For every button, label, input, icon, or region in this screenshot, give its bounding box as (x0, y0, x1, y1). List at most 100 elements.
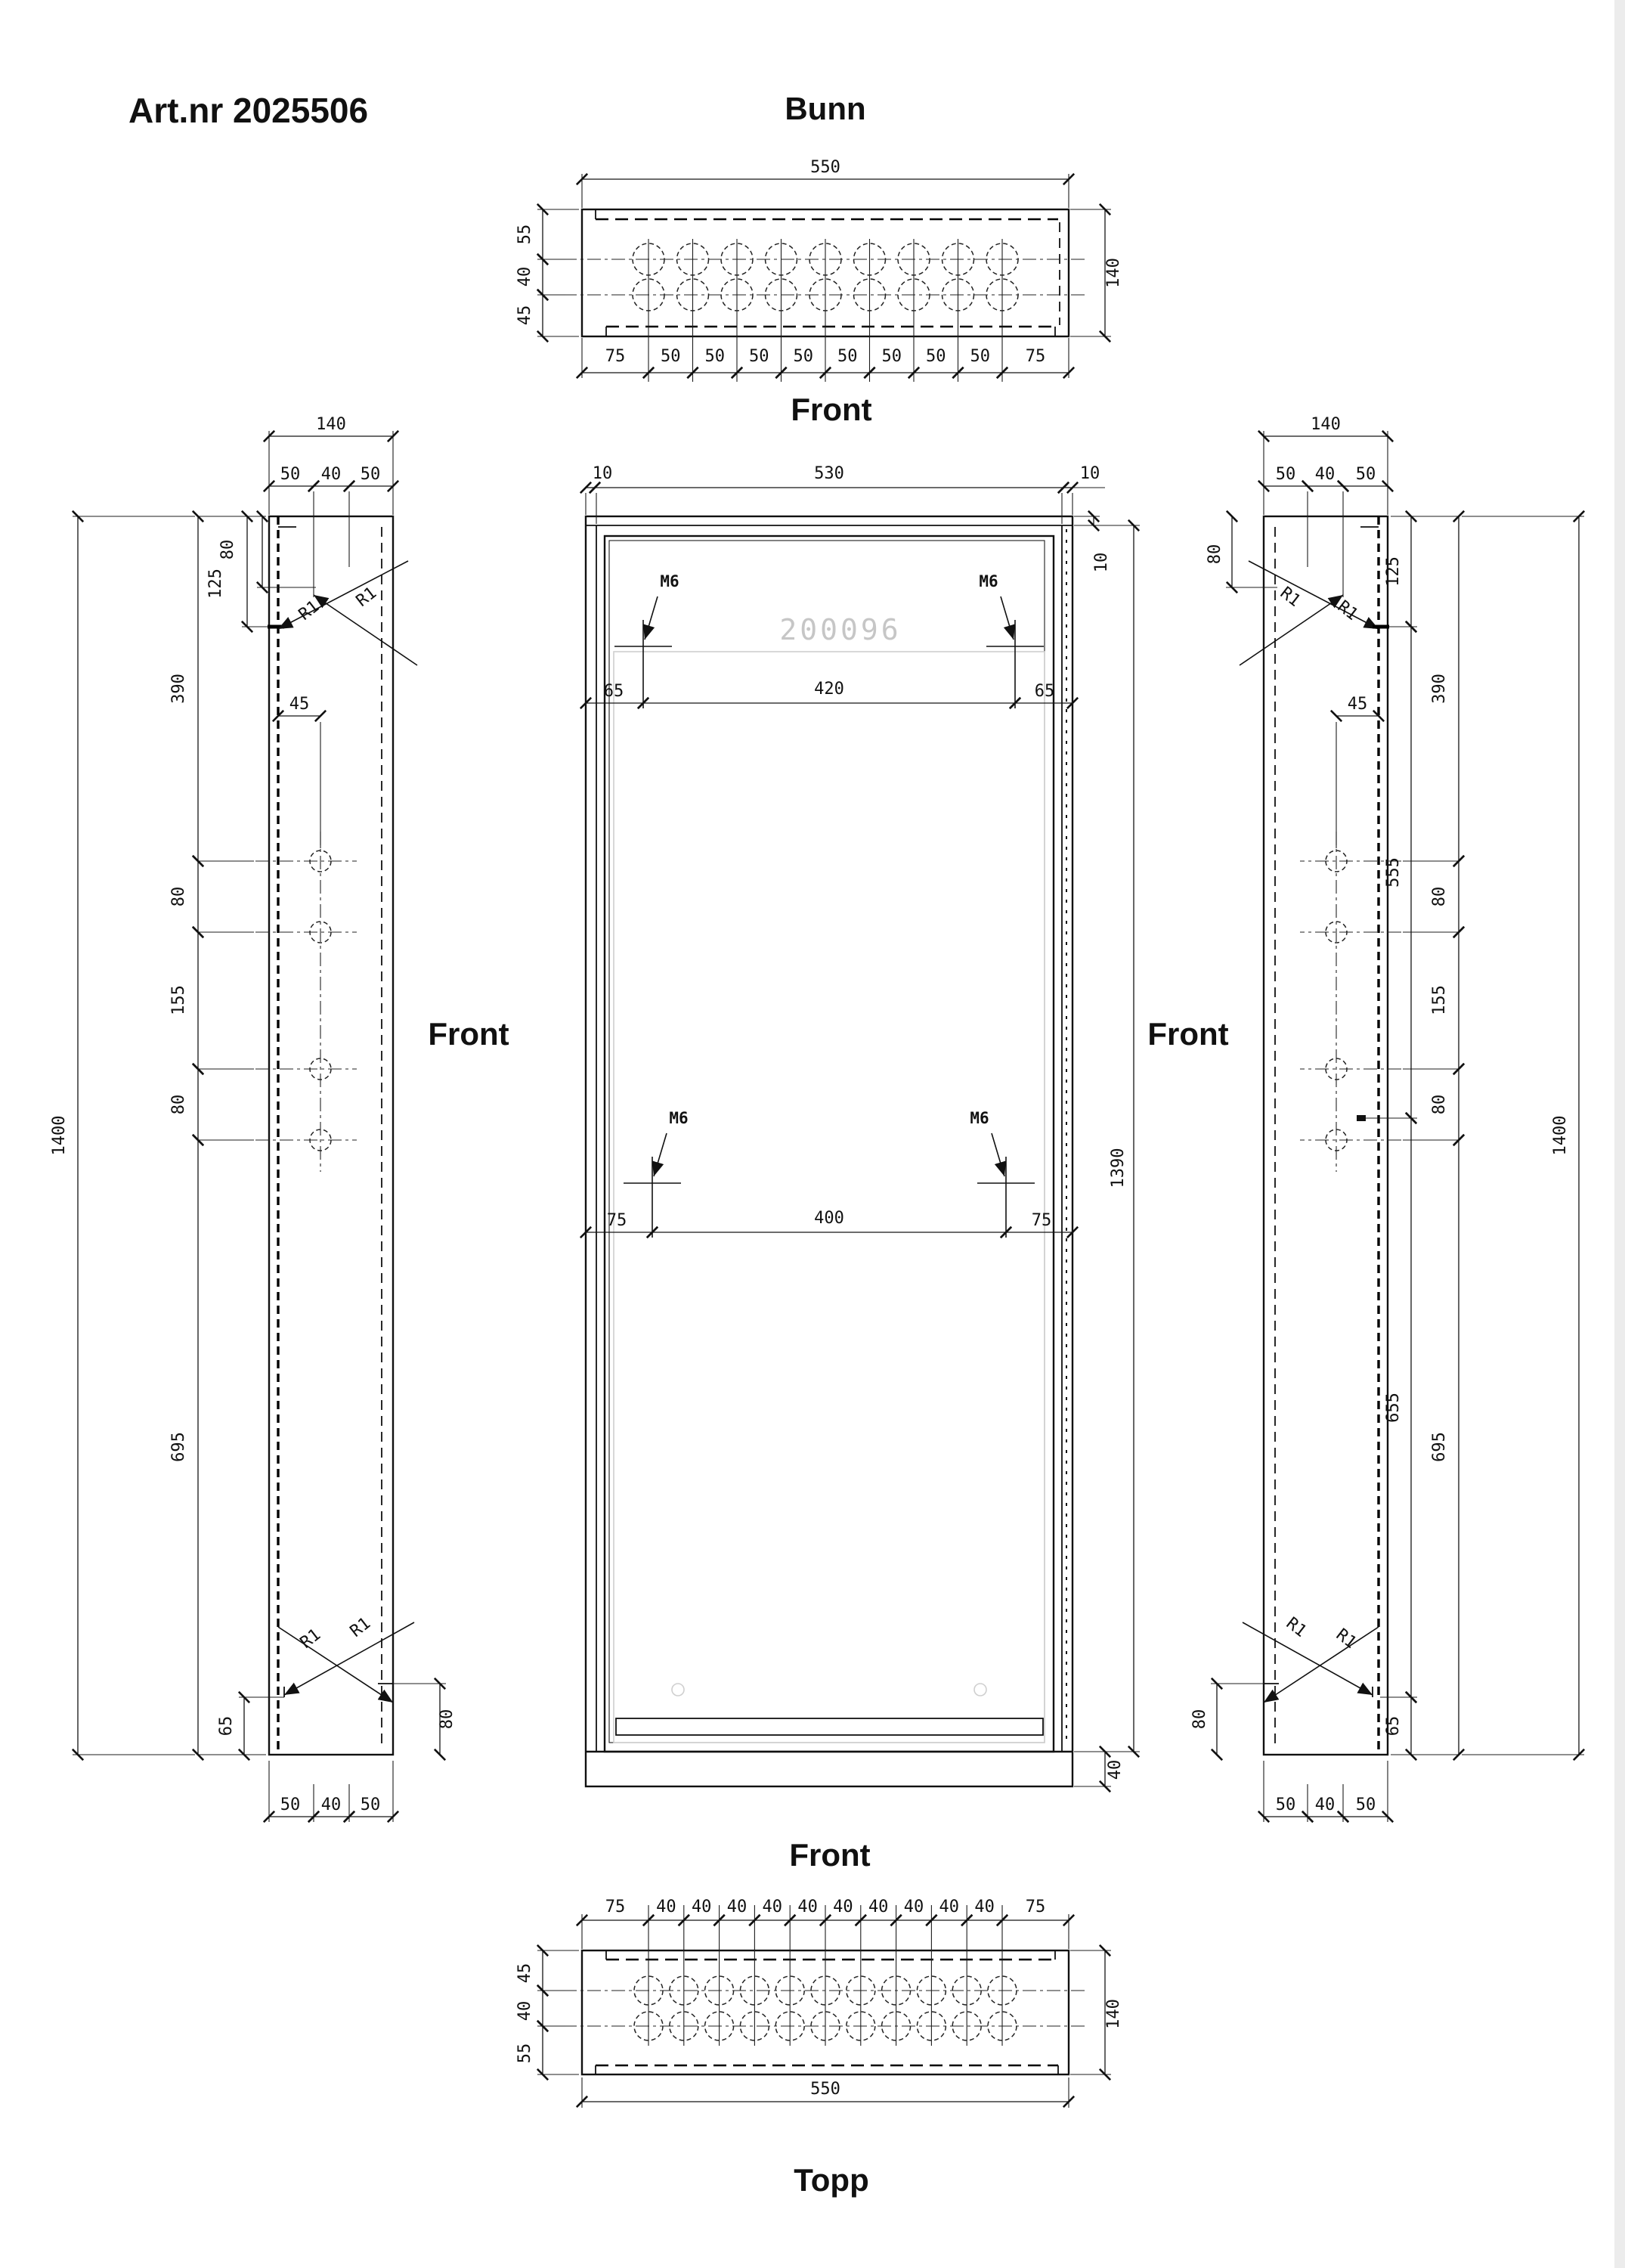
dim-label: 390 (169, 674, 188, 704)
dim-label: 80 (169, 887, 188, 907)
radius-label: R1 (1334, 597, 1361, 624)
dim-label: 50 (661, 347, 681, 366)
hole (846, 1975, 876, 2006)
dim-label: 80 (1190, 1709, 1209, 1730)
dim-label: 80 (438, 1709, 457, 1730)
door-inner-line (608, 540, 1045, 1743)
dim-label: 50 (1356, 1796, 1376, 1814)
cabinet-outline (584, 515, 1074, 1788)
kick-bar (615, 1718, 1044, 1736)
dim-label: 530 (814, 464, 844, 483)
hole (739, 2011, 770, 2041)
dim-label: 695 (169, 1432, 188, 1462)
thread-label: M6 (669, 1109, 688, 1127)
bunn-hidden-lines (595, 209, 1060, 336)
dim-label: 40 (763, 1898, 783, 1916)
ref-mark (1357, 1115, 1366, 1121)
hole (897, 243, 930, 276)
dim-label: 40 (692, 1898, 712, 1916)
dim-label: 50 (1276, 1796, 1296, 1814)
hole (632, 278, 665, 311)
dim-label: 10 (1080, 464, 1100, 483)
topp-hole-grid (633, 1905, 1017, 2046)
hole (916, 1975, 947, 2006)
hole (952, 2011, 982, 2041)
dim-label: 550 (810, 158, 840, 177)
left-dim-lines (71, 429, 447, 1823)
hole (775, 1975, 805, 2006)
hole (810, 1975, 840, 2006)
hole (764, 278, 798, 311)
thread-label: M6 (970, 1109, 989, 1127)
door-faint-panel (613, 651, 1045, 1743)
hole (704, 1975, 735, 2006)
front-top-dims (579, 481, 1105, 524)
hole (633, 1975, 664, 2006)
hole (775, 2011, 805, 2041)
dim-label: 10 (1092, 553, 1111, 573)
dim-label: 45 (289, 695, 310, 714)
dim-label: 50 (1356, 465, 1376, 484)
dim-label: 40 (656, 1898, 676, 1916)
right-radius-leaders (1239, 560, 1379, 1703)
front-right-dims (1074, 510, 1141, 1793)
bunn-centerlines (563, 259, 1088, 296)
hole (941, 278, 975, 311)
hole (952, 1975, 982, 2006)
dim-label: 40 (321, 1796, 342, 1814)
dim-label: 125 (206, 569, 225, 599)
dim-label: 40 (515, 267, 534, 287)
hole (846, 2011, 876, 2041)
dim-label: 420 (814, 680, 844, 699)
dim-label: 45 (1348, 695, 1368, 714)
bunn-hole-grid (632, 239, 1019, 382)
radius-label: R1 (1283, 1614, 1310, 1641)
dim-label: 655 (1384, 1393, 1403, 1423)
dim-label: 75 (1026, 347, 1046, 366)
hole (676, 278, 710, 311)
dim-label: 80 (1430, 887, 1449, 907)
dim-label: 45 (515, 1963, 534, 1984)
dim-label: 50 (926, 347, 946, 366)
dim-label: 40 (833, 1898, 853, 1916)
dim-label: 400 (814, 1209, 844, 1228)
hole (986, 278, 1019, 311)
dim-label: 50 (837, 347, 858, 366)
dim-label: 390 (1430, 674, 1449, 704)
hole (669, 2011, 699, 2041)
right-extension-lines (1263, 431, 1584, 1822)
dim-label: 140 (316, 415, 346, 434)
hole (720, 243, 754, 276)
dim-label: 65 (217, 1716, 236, 1737)
dim-label: 40 (904, 1898, 924, 1916)
dim-label: 75 (1032, 1211, 1052, 1230)
dim-label: 50 (794, 347, 814, 366)
dim-label: 550 (810, 2080, 840, 2099)
view-label-front-left: Front (428, 1016, 509, 1052)
radius-label: R1 (296, 597, 323, 624)
dim-label: 50 (882, 347, 902, 366)
hole (704, 2011, 735, 2041)
dim-label: 80 (218, 540, 237, 560)
dim-label: 65 (604, 682, 624, 701)
dim-label: 40 (1106, 1760, 1125, 1780)
hole (941, 243, 975, 276)
thread-label: M6 (660, 572, 679, 590)
hole (633, 2011, 664, 2041)
hole (809, 243, 842, 276)
hole (916, 2011, 947, 2041)
dim-label: 80 (1206, 544, 1224, 565)
dim-label: 50 (361, 465, 381, 484)
door-outline (603, 534, 1055, 1753)
dim-label: 40 (797, 1898, 818, 1916)
side-panel-outline (1262, 515, 1389, 1756)
dim-label: 50 (749, 347, 769, 366)
side-panel-holes (255, 832, 357, 1172)
radius-label: R1 (347, 1614, 374, 1641)
dim-label: 50 (705, 347, 726, 366)
dim-label: 140 (1104, 258, 1123, 288)
dim-label: 80 (1430, 1095, 1449, 1115)
faint-hole (973, 1683, 987, 1696)
